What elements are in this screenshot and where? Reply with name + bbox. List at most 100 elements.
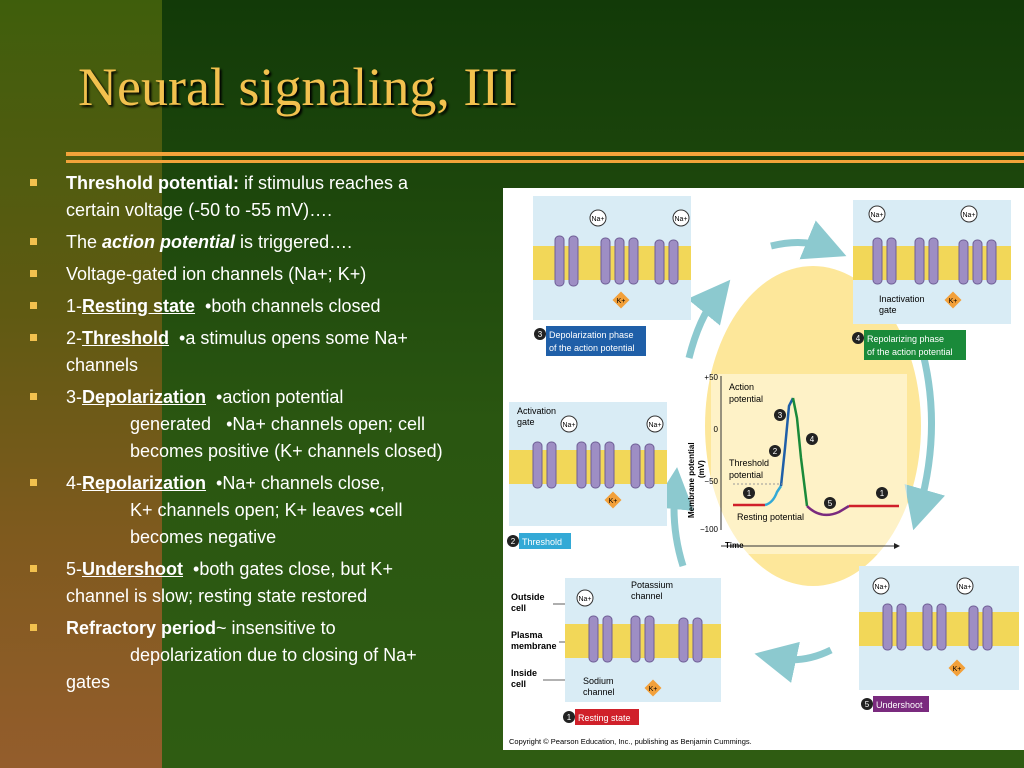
potassium-ion-icon: [604, 491, 622, 509]
panel-number: 1: [567, 713, 572, 722]
bullet-text: •action potential: [206, 387, 344, 407]
phase-marker: 1: [880, 489, 885, 498]
term-resting-state: Resting state: [82, 296, 196, 316]
x-axis-label: Time: [725, 541, 744, 550]
potassium-ion-icon: [944, 291, 962, 309]
bullet-number: 1-: [66, 296, 83, 316]
bullet-square-icon: [30, 393, 37, 400]
y-tick-label: −50: [704, 477, 718, 486]
outside-cell-label: Outside: [511, 592, 545, 602]
ion-label: Na+: [958, 584, 971, 591]
resting-potential-label: Resting potential: [737, 512, 804, 522]
sodium-ion-icon: [646, 415, 664, 433]
term-threshold: Threshold: [82, 328, 170, 348]
bullet-square-icon: [30, 270, 37, 277]
panel-label: Threshold: [522, 537, 562, 547]
figure-svg: Na+ Na+ K+ 3 Depolarization phase of the…: [507, 196, 1019, 746]
ion-label: Na+: [648, 422, 661, 429]
bullet-square-icon: [30, 238, 37, 245]
phase-marker-badge: [774, 409, 786, 421]
sodium-ion-icon: [560, 415, 578, 433]
repolarization-segment: [791, 397, 809, 507]
depolarization-segment: [779, 397, 795, 487]
cycle-arrow-icon: [685, 279, 731, 359]
panel-number-badge: [861, 698, 873, 710]
title-rule-bottom: [66, 160, 1024, 163]
bullet-number: 2-: [66, 328, 83, 348]
bullet-text: generated •Na+ channels open; cell: [130, 414, 426, 434]
bullet-text: channel is slow; resting state restored: [66, 586, 368, 606]
bullet-text: The: [66, 232, 103, 252]
y-axis-label: Membrane potential: [687, 442, 696, 518]
membrane-potential-graph: Membrane potential (mV) +50 0 −50 −100 T…: [687, 373, 907, 554]
sodium-ion-icon: [960, 205, 978, 223]
bullet-threshold-potential: Threshold potential: if stimulus reaches…: [30, 170, 510, 224]
panel-label-box: [519, 533, 571, 549]
phase-marker-badge: [806, 433, 818, 445]
ion-label: Na+: [591, 216, 604, 223]
plasma-membrane-label: membrane: [511, 641, 557, 651]
phase-marker-badge: [769, 445, 781, 457]
ion-label: Na+: [962, 212, 975, 219]
bullet-action-potential: The action potential is triggered….: [30, 229, 510, 256]
action-potential-figure: Na+ Na+ K+ 3 Depolarization phase of the…: [503, 188, 1024, 750]
panel-number: 2: [511, 537, 516, 546]
bullet-text: depolarization due to closing of Na+: [130, 645, 417, 665]
bullet-list: Threshold potential: if stimulus reaches…: [30, 170, 510, 701]
bullet-text: gates: [66, 672, 111, 692]
bullet-square-icon: [30, 565, 37, 572]
ion-label: K+: [949, 298, 958, 305]
bullet-refractory-period: Refractory period~ insensitive to depola…: [30, 615, 510, 696]
panel-number-badge: [852, 332, 864, 344]
phase-marker: 3: [778, 411, 783, 420]
inactivation-gate-label: gate: [879, 305, 897, 315]
potassium-channel-label: Potassium: [631, 580, 673, 590]
bullet-text: is triggered….: [235, 232, 353, 252]
phase-marker: 5: [828, 499, 833, 508]
cycle-arrow-icon: [770, 220, 847, 260]
outside-cell-label: cell: [511, 603, 526, 613]
ion-label: Na+: [874, 584, 887, 591]
panel-number-badge: [534, 328, 546, 340]
channel-proteins: [882, 603, 993, 651]
cell-region-labels: Outside cell Plasma membrane Inside cell: [511, 592, 557, 689]
phase-marker: 2: [773, 447, 778, 456]
bullet-text: K+ channels open; K+ leaves •cell: [130, 500, 403, 520]
threshold-potential-label: potential: [729, 470, 763, 480]
sodium-ion-icon: [956, 577, 974, 595]
threshold-potential-label: Threshold: [729, 458, 769, 468]
panel-number: 5: [865, 700, 870, 709]
term-action-potential: action potential: [102, 232, 236, 252]
bullet-text: •both channels closed: [195, 296, 381, 316]
term-depolarization: Depolarization: [82, 387, 207, 407]
activation-gate-label: Activation: [517, 406, 556, 416]
ion-label: K+: [609, 498, 618, 505]
channel-proteins: [872, 237, 997, 285]
panel-number: 3: [538, 330, 543, 339]
potassium-channel-label: channel: [631, 591, 663, 601]
sodium-ion-icon: [868, 205, 886, 223]
panel-label: of the action potential: [549, 343, 635, 353]
y-tick-label: −100: [700, 525, 719, 534]
panel-number-badge: [563, 711, 575, 723]
panel-undershoot: Na+ Na+ K+ 5 Undershoot: [859, 566, 1019, 712]
panel-label: of the action potential: [867, 347, 953, 357]
phase-marker: 4: [810, 435, 815, 444]
sodium-ion-icon: [872, 577, 890, 595]
threshold-segment: [764, 485, 783, 507]
bullet-square-icon: [30, 624, 37, 631]
bullet-square-icon: [30, 179, 37, 186]
panel-label-box: [864, 330, 966, 360]
panel-depolarization: Na+ Na+ K+ 3 Depolarization phase of the…: [533, 196, 691, 356]
bullet-ion-channels: Voltage-gated ion channels (Na+; K+): [30, 261, 510, 288]
bullet-repolarization: 4-Repolarization •Na+ channels close, K+…: [30, 470, 510, 551]
ion-label: Na+: [870, 212, 883, 219]
sodium-ion-icon: [589, 209, 607, 227]
y-axis-unit: (mV): [697, 460, 706, 478]
potassium-ion-icon: [644, 679, 662, 697]
term-undershoot: Undershoot: [82, 559, 184, 579]
panel-label-box: [575, 709, 639, 725]
sodium-ion-icon: [576, 589, 594, 607]
label-leader-lines: [543, 603, 565, 681]
